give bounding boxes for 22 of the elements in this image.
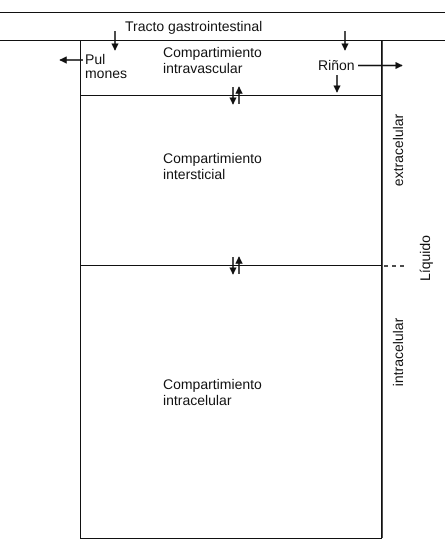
side-label: Líquido bbox=[416, 235, 433, 281]
side-label: intracelular bbox=[390, 318, 406, 386]
compartment-box bbox=[80, 40, 382, 96]
compartment-box bbox=[80, 265, 382, 539]
arrow bbox=[341, 31, 349, 51]
side-label: extracelular bbox=[390, 114, 406, 186]
compartment-box bbox=[80, 95, 382, 266]
compartment-label: Compartimiento intracelular bbox=[163, 376, 263, 408]
arrow bbox=[235, 256, 243, 274]
arrow bbox=[333, 75, 341, 93]
arrow bbox=[59, 56, 83, 64]
organ-label: Pul mones bbox=[85, 52, 129, 82]
compartment-label: Compartimiento intravascular bbox=[163, 44, 263, 76]
arrow bbox=[229, 257, 237, 275]
arrow bbox=[235, 86, 243, 104]
arrow bbox=[229, 87, 237, 105]
band bbox=[0, 12, 445, 41]
arrow bbox=[358, 62, 403, 70]
arrow bbox=[111, 31, 119, 51]
compartment-label: Compartimiento intersticial bbox=[163, 150, 263, 182]
organ-label: Riñon bbox=[318, 58, 356, 73]
compartment-label: Tracto gastrointestinal bbox=[125, 18, 264, 34]
